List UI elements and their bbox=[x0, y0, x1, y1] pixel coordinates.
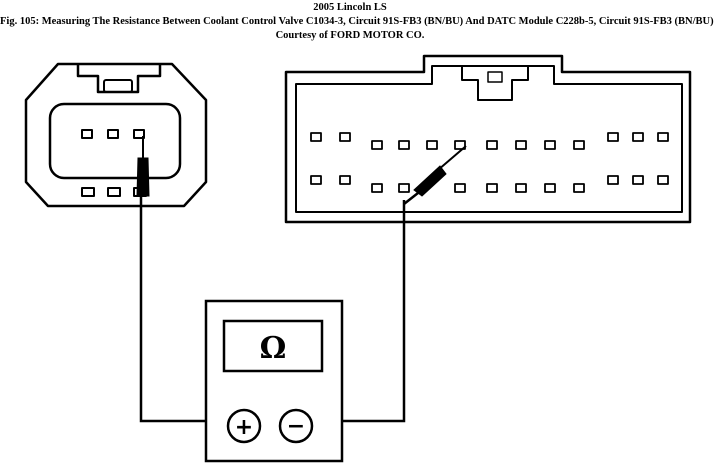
module-pin bbox=[371, 140, 383, 150]
module-pin bbox=[515, 183, 527, 193]
test-leads bbox=[139, 196, 406, 423]
negative-terminal bbox=[278, 408, 314, 444]
module-pin bbox=[339, 175, 351, 185]
module-pin bbox=[398, 140, 410, 150]
module-pin bbox=[632, 175, 644, 185]
module-pin bbox=[607, 175, 619, 185]
module-pin bbox=[339, 132, 351, 142]
ohm-symbol: Ω bbox=[260, 331, 287, 366]
connector-pin bbox=[133, 129, 145, 139]
module-pin bbox=[632, 132, 644, 142]
positive-terminal-label: + bbox=[235, 415, 253, 440]
connector-pin bbox=[107, 129, 119, 139]
module-pin bbox=[486, 140, 498, 150]
module-connector-latch-slot bbox=[487, 71, 503, 83]
positive-test-lead bbox=[139, 196, 228, 423]
module-pin bbox=[657, 132, 669, 142]
module-pin bbox=[454, 140, 466, 150]
module-pin bbox=[544, 140, 556, 150]
module-pin bbox=[426, 140, 438, 150]
module-connector-latch bbox=[461, 66, 529, 101]
positive-terminal bbox=[226, 408, 262, 444]
figure-caption: Fig. 105: Measuring The Resistance Betwe… bbox=[0, 16, 714, 27]
connector-pin bbox=[81, 187, 95, 197]
ohmmeter: Ω + − bbox=[204, 299, 344, 463]
module-pin bbox=[515, 140, 527, 150]
connector-cavity bbox=[48, 102, 182, 180]
module-pin bbox=[454, 183, 466, 193]
negative-terminal-label: − bbox=[287, 414, 305, 439]
coolant-control-valve-connector bbox=[24, 62, 208, 208]
connector-pin bbox=[107, 187, 121, 197]
module-pin bbox=[398, 183, 410, 193]
document-model-title: 2005 Lincoln LS bbox=[313, 2, 387, 13]
ohmmeter-display bbox=[222, 319, 324, 373]
module-pin bbox=[657, 175, 669, 185]
module-pin bbox=[310, 175, 322, 185]
module-pin bbox=[607, 132, 619, 142]
datc-module-connector bbox=[284, 54, 692, 224]
courtesy-line: Courtesy of FORD MOTOR CO. bbox=[275, 30, 425, 41]
module-pin bbox=[573, 140, 585, 150]
module-pin bbox=[371, 183, 383, 193]
module-pin bbox=[544, 183, 556, 193]
module-pin bbox=[486, 183, 498, 193]
positive-probe bbox=[136, 136, 150, 197]
module-connector-shell bbox=[284, 54, 692, 224]
module-pin bbox=[310, 132, 322, 142]
connector-pin bbox=[81, 129, 93, 139]
module-connector-inner bbox=[295, 65, 683, 213]
connector-latch-tab bbox=[103, 79, 133, 93]
negative-probe bbox=[403, 145, 467, 205]
module-pin bbox=[573, 183, 585, 193]
negative-test-lead bbox=[318, 200, 406, 423]
